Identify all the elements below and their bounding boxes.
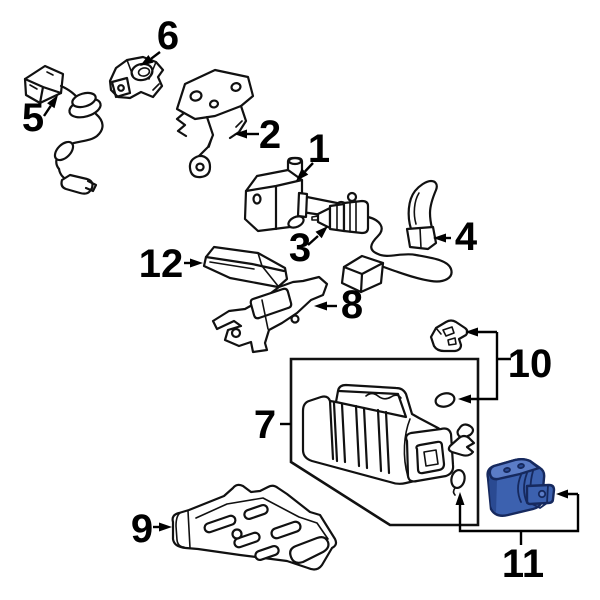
callout-11-arrowhead — [556, 489, 568, 499]
callout-1-arrowhead — [296, 168, 309, 181]
callout-labels: 1 2 3 4 5 6 7 8 9 10 11 12 — [22, 14, 552, 586]
part-11-side-face — [489, 476, 497, 512]
part-7-evap-canister[interactable] — [301, 383, 476, 485]
callout-1-label[interactable]: 1 — [308, 127, 330, 171]
part-11-top-hole — [517, 463, 525, 469]
part-2-bracket[interactable] — [175, 68, 255, 179]
callout-12-label[interactable]: 12 — [139, 242, 184, 286]
callout-2-arrowhead — [234, 129, 247, 139]
callout-3-label[interactable]: 3 — [289, 226, 311, 270]
callout-6-arrowhead — [140, 55, 154, 66]
callout-6-leader — [150, 51, 161, 60]
callout-5-arrowhead — [47, 95, 58, 109]
part-7-boundary-box — [289, 357, 480, 527]
callout-11-label[interactable]: 11 — [502, 542, 544, 586]
callout-3-leader — [307, 235, 319, 246]
callout-9-label[interactable]: 9 — [131, 507, 153, 551]
callout-2-label[interactable]: 2 — [259, 113, 281, 157]
part-11-top-face — [488, 458, 541, 481]
part-6-sensor[interactable] — [108, 55, 165, 100]
callout-11-leader — [458, 492, 580, 545]
callout-12-arrowhead — [190, 258, 203, 268]
callout-8-arrowhead — [314, 301, 327, 311]
callout-1-leader — [304, 162, 314, 173]
callout-10-label[interactable]: 10 — [508, 342, 553, 386]
callout-4-label[interactable]: 4 — [455, 215, 478, 259]
callout-10-leader — [471, 330, 511, 401]
part-11-grommet-oval[interactable] — [450, 468, 466, 496]
callout-5-label[interactable]: 5 — [22, 96, 44, 140]
callout-10-arrowhead — [465, 327, 478, 337]
part-11-nozzle-notch — [531, 484, 549, 509]
callout-8-label[interactable]: 8 — [341, 283, 363, 327]
part-4-bracket[interactable] — [405, 179, 438, 251]
callout-5-leader — [43, 105, 52, 117]
callout-10-arrowhead — [458, 394, 471, 404]
part-11-vent-valve-highlighted[interactable] — [486, 458, 556, 517]
callout-7-label[interactable]: 7 — [254, 403, 276, 447]
part-8-bracket[interactable] — [211, 275, 329, 354]
callout-6-label[interactable]: 6 — [157, 14, 179, 58]
part-11-top-hole — [503, 467, 511, 473]
part-3-oxygen-sensor[interactable] — [311, 191, 453, 294]
callout-11-arrowhead — [455, 492, 465, 505]
part-10-clip[interactable] — [429, 319, 469, 353]
callout-9-arrowhead — [159, 522, 172, 532]
part-5-oxygen-sensor[interactable] — [23, 64, 104, 195]
callout-3-arrowhead — [315, 226, 328, 239]
part-10-gasket-oval[interactable] — [434, 391, 456, 408]
part-12-molding[interactable] — [202, 245, 289, 289]
part-11-nozzle-hole — [537, 489, 547, 499]
callout-4-arrowhead — [433, 233, 446, 243]
part-9-tray[interactable] — [171, 483, 338, 571]
callout-leaders — [43, 51, 580, 545]
